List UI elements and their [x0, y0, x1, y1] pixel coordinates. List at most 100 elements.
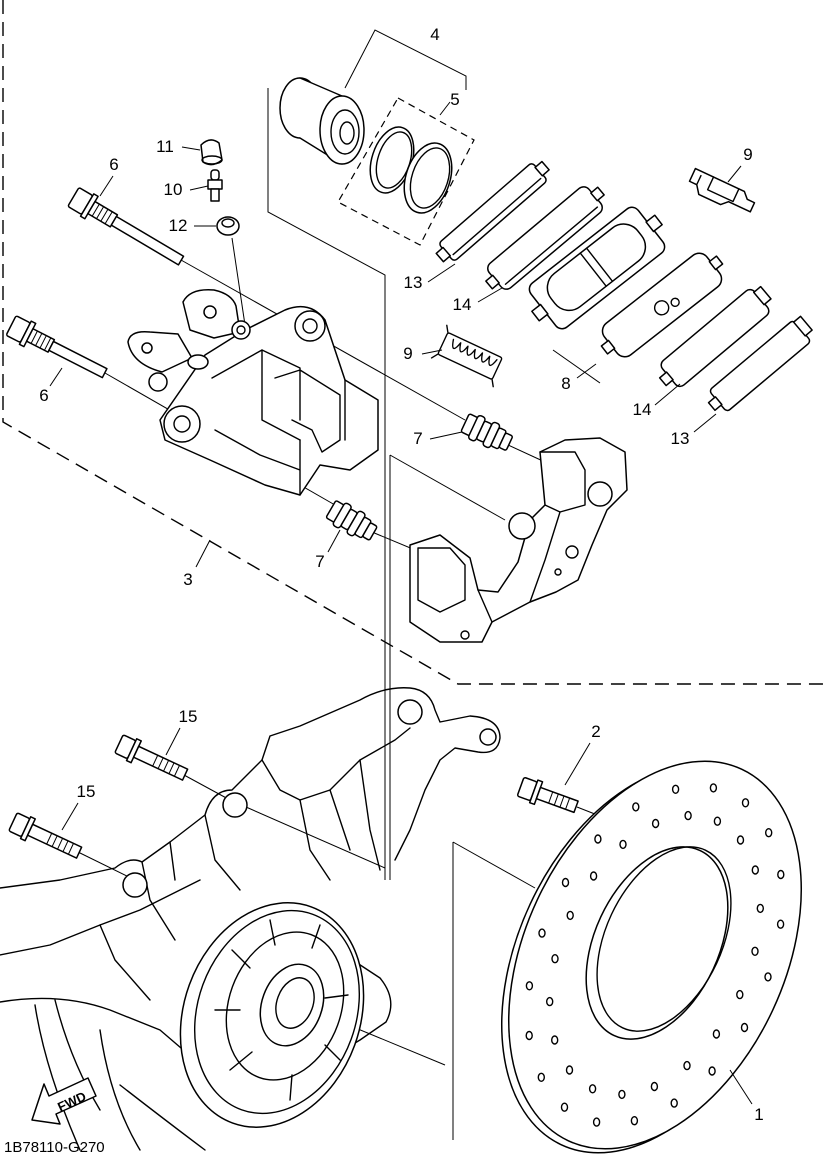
- bleed-screw[interactable]: [207, 169, 223, 202]
- disc-hole: [736, 989, 744, 1000]
- pad-clip[interactable]: [686, 167, 757, 218]
- pin-boot[interactable]: [324, 498, 379, 545]
- disc-hole: [551, 954, 559, 964]
- clip-plate: [688, 167, 756, 213]
- caliper-bracket-bolt[interactable]: [114, 733, 190, 786]
- pad-tab: [600, 339, 616, 355]
- caliper-piston[interactable]: [279, 77, 365, 165]
- disc-hole: [765, 828, 773, 838]
- leader-line: [429, 431, 463, 440]
- pad-clip[interactable]: [430, 324, 509, 388]
- hub-axle-hole: [275, 977, 315, 1029]
- pin-boot[interactable]: [460, 411, 515, 455]
- reference-line: [507, 444, 546, 463]
- leader-line: [427, 263, 456, 283]
- disc-hole: [589, 871, 598, 881]
- swingarm-rib: [99, 861, 176, 1001]
- disc-hole: [565, 1065, 574, 1075]
- leader-line: [195, 539, 211, 568]
- leader-line: [165, 727, 181, 756]
- reference-line: [77, 851, 136, 881]
- pad-insulator[interactable]: [479, 179, 611, 297]
- caliper-mount-hole: [203, 305, 217, 319]
- disc-hole: [741, 798, 750, 808]
- swingarm-mount-hole: [479, 728, 497, 746]
- bolt-shank: [535, 786, 579, 814]
- bleed-cap[interactable]: [216, 216, 240, 236]
- bleed-screw-cap[interactable]: [200, 139, 223, 166]
- pad-hole: [670, 297, 680, 308]
- clip-spring: [452, 338, 498, 366]
- pad-tab: [531, 303, 549, 322]
- bracket-pad-guide: [417, 547, 466, 613]
- caliper-pin-bolt[interactable]: [5, 314, 110, 385]
- callout-5: 5: [450, 90, 459, 109]
- caliper-body[interactable]: [127, 289, 379, 496]
- bracket-sleeve: [587, 481, 613, 507]
- caliper-housing-detail: [211, 349, 341, 453]
- piston-inner: [339, 121, 355, 145]
- disc-hole: [764, 972, 772, 982]
- bolt-shank: [48, 340, 108, 379]
- leader-line: [564, 742, 591, 786]
- caliper-bracket-bolt[interactable]: [8, 811, 84, 864]
- callout-6: 6: [109, 155, 118, 174]
- piston-seal-kit[interactable]: [337, 97, 475, 246]
- disc-hole: [561, 877, 570, 888]
- insulator-tab: [590, 186, 605, 202]
- disc-hole-pattern: [525, 783, 785, 1127]
- pad-shim[interactable]: [432, 157, 553, 267]
- callout-14: 14: [453, 295, 472, 314]
- disc-hole: [777, 869, 785, 880]
- disc-hole: [560, 1102, 569, 1112]
- pad-groove: [579, 247, 614, 287]
- bracket-hole: [554, 568, 562, 576]
- disc-hole: [751, 946, 759, 956]
- insulator-edge: [504, 206, 599, 285]
- caliper-pin-ear-hole: [173, 415, 191, 433]
- seal-kit-box: [337, 97, 475, 246]
- hub-center: [259, 963, 325, 1047]
- leader-line: [576, 363, 597, 379]
- insulator-tab: [658, 371, 674, 387]
- caliper-pin-bolt[interactable]: [67, 186, 188, 272]
- disc-bolt[interactable]: [516, 775, 580, 818]
- disc-hole: [671, 784, 680, 794]
- disc-hole: [594, 834, 602, 844]
- callout-15: 15: [179, 707, 198, 726]
- wheel-curve: [54, 999, 101, 1111]
- disc-hole: [650, 1081, 659, 1092]
- shim-tab: [435, 246, 451, 263]
- callout-7: 7: [315, 552, 324, 571]
- bleed-screw-tip: [210, 169, 220, 181]
- wheel-curve: [34, 1004, 81, 1151]
- bleed-port-boss: [231, 320, 251, 340]
- fwd-arrow-icon: [31, 1077, 97, 1125]
- callout-leaders: [49, 101, 753, 1105]
- callout-15: 15: [77, 782, 96, 801]
- reference-line: [267, 88, 386, 880]
- callout-9: 9: [403, 344, 412, 363]
- disc-hole: [683, 1060, 691, 1071]
- pad-shim[interactable]: [703, 315, 818, 417]
- boot-end: [498, 432, 513, 451]
- disc-hole: [712, 1029, 721, 1039]
- caliper-bracket[interactable]: [409, 437, 628, 643]
- brake-pad[interactable]: [518, 198, 675, 338]
- pad-callout-bracket: [552, 349, 601, 384]
- swingarm-outline: [0, 687, 501, 889]
- pad-insulator[interactable]: [653, 282, 778, 394]
- pad-tab: [645, 214, 663, 233]
- disc-hole: [525, 1030, 533, 1041]
- brake-pad[interactable]: [592, 244, 732, 365]
- caliper-pin-ear: [163, 405, 201, 443]
- callout-7: 7: [413, 429, 422, 448]
- leader-line: [654, 383, 681, 406]
- bracket-sleeve: [508, 512, 536, 540]
- disc-hole: [708, 1066, 716, 1076]
- brake-disc[interactable]: [444, 714, 829, 1156]
- callout-1: 1: [754, 1105, 763, 1124]
- clip-tab: [430, 324, 494, 388]
- bleed-screw-thread: [210, 188, 220, 202]
- caliper-upper-ear: [294, 310, 326, 342]
